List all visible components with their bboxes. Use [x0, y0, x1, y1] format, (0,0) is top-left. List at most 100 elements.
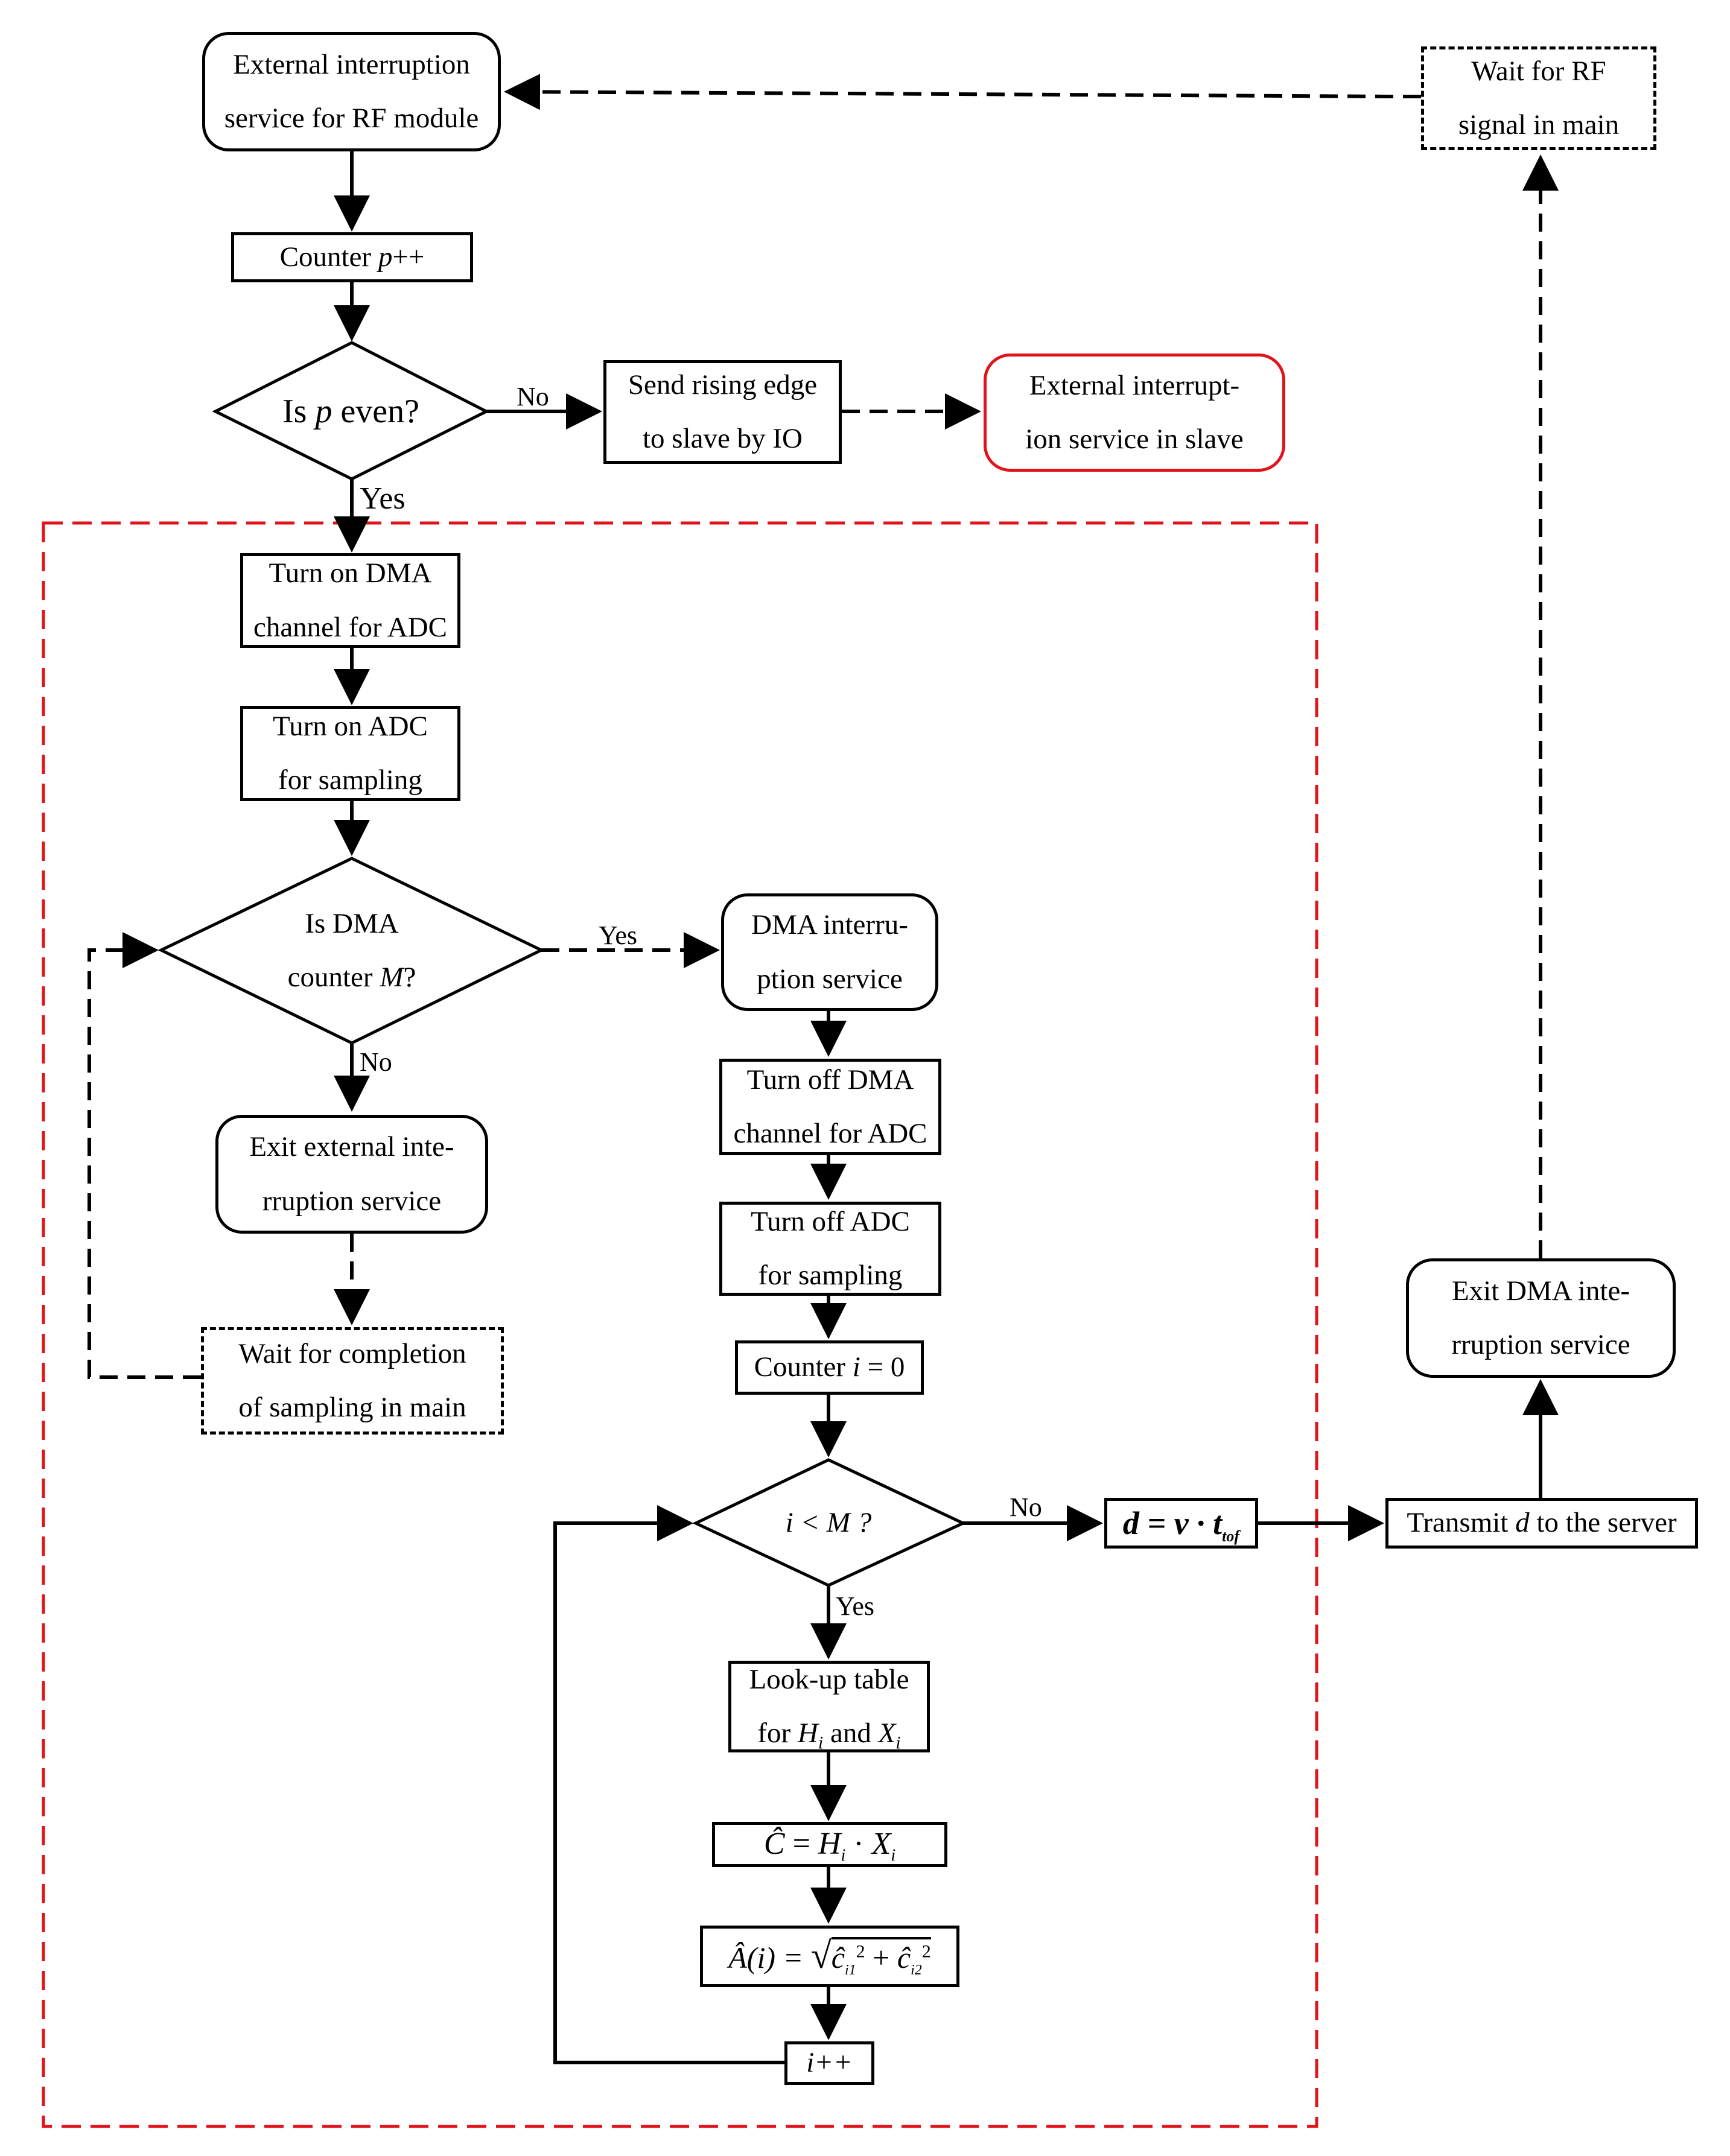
formula-x-sub: i [891, 1846, 896, 1865]
formula-h-sub: i [841, 1846, 846, 1865]
node-label-line2: rruption service [262, 1185, 442, 1217]
node-counter-p: Counter p++ [231, 232, 473, 282]
label-var: i [852, 1351, 860, 1383]
node-wait-sampling-completion: Wait for completion of sampling in main [201, 1327, 504, 1435]
node-label-line2: channel for ADC [733, 1118, 927, 1149]
node-label-line1: External interruption [233, 48, 470, 80]
node-exit-external-interruption: Exit external inte- rruption service [215, 1115, 488, 1234]
node-label-line2: channel for ADC [253, 611, 448, 643]
edge-label-p-yes: Yes [360, 481, 405, 516]
label-var: p [315, 392, 332, 430]
label-sub-x: i [895, 1733, 901, 1753]
node-external-interruption-rf: External interruption service for RF mod… [202, 32, 501, 151]
label-var-x: X [878, 1717, 896, 1749]
formula-radicand: ĉi12 + ĉi22 [831, 1937, 931, 1978]
node-label-line2: to slave by IO [643, 423, 803, 454]
edge-label-i-no: No [1010, 1492, 1042, 1522]
decision-label-line1: Is DMA [305, 907, 399, 939]
node-exit-dma-interruption: Exit DMA inte- rruption service [1406, 1258, 1676, 1378]
node-label-line2: for sampling [758, 1260, 903, 1291]
label-suffix: ? [403, 962, 416, 993]
label-prefix: Counter [279, 241, 378, 273]
node-label: Transmit d to the server [1407, 1496, 1676, 1550]
node-label-line2: rruption service [1451, 1329, 1630, 1360]
formula-term2: ĉ [897, 1941, 911, 1975]
label-prefix: for [757, 1717, 798, 1749]
node-distance-formula: d = v · ttof [1104, 1498, 1258, 1549]
node-transmit-to-server: Transmit d to the server [1385, 1498, 1698, 1549]
label-var-h: H [797, 1717, 818, 1749]
node-label: Counter p++ [280, 230, 425, 284]
formula-lhs: Ĉ [763, 1827, 785, 1862]
edge-wait-loop-to-decision [87, 932, 201, 1379]
formula-sq1: 2 [856, 1941, 865, 1962]
formula-h: H [818, 1827, 841, 1862]
decision-label: i < M ? [785, 1507, 872, 1539]
decision-label-line2: counter M? [288, 951, 416, 1004]
node-label-line1: Turn on ADC [273, 710, 428, 742]
label-prefix: Counter [754, 1351, 853, 1383]
node-label-line2: for Hi and Xi [757, 1707, 900, 1760]
node-label: d = v · ttof [1123, 1492, 1239, 1555]
node-label-line1: Exit DMA inte- [1451, 1275, 1630, 1307]
formula-lhs: Â(i) = [728, 1941, 811, 1975]
node-wait-rf-signal: Wait for RF signal in main [1421, 46, 1656, 150]
node-counter-i: Counter i = 0 [735, 1340, 924, 1395]
node-label: i++ [806, 2047, 853, 2079]
node-label: Â(i) = √ĉi12 + ĉi22 [728, 1921, 931, 1992]
formula-eq: = [784, 1827, 818, 1862]
label-suffix: even? [332, 392, 420, 430]
node-label-line1: Turn off DMA [746, 1064, 914, 1095]
edge-loop-back-i [553, 1505, 784, 2064]
label-var: p [378, 241, 393, 273]
edge-label-p-no: No [517, 382, 549, 411]
decision-i-less-than-m: i < M ? [724, 1499, 933, 1547]
node-label-line1: Wait for completion [238, 1337, 466, 1369]
node-label: Ĉ = Hi · Xi [764, 1815, 895, 1874]
formula-sq2: 2 [921, 1941, 931, 1962]
node-label: Counter i = 0 [754, 1340, 905, 1394]
node-label-line2: ption service [757, 963, 903, 995]
label-prefix: Is [282, 392, 316, 430]
decision-label: Is p even? [282, 379, 419, 443]
label-suffix: to the server [1529, 1507, 1677, 1539]
node-label-line2: for sampling [278, 764, 422, 796]
node-label-line2: service for RF module [224, 103, 479, 134]
label-prefix: counter [287, 962, 380, 993]
dma-processing-region [42, 521, 1318, 2128]
node-label-line2: of sampling in main [238, 1392, 466, 1423]
label-var: d [1515, 1507, 1530, 1539]
node-lookup-table: Look-up table for Hi and Xi [728, 1661, 930, 1752]
label-sub-h: i [818, 1733, 824, 1753]
formula-subscript: tof [1222, 1527, 1240, 1545]
edge-wait-rf-to-ext-rf [504, 74, 1421, 110]
decision-is-p-even: Is p even? [215, 386, 486, 437]
node-dma-interruption-service: DMA interru- ption service [721, 893, 938, 1011]
label-prefix: Transmit [1407, 1507, 1516, 1539]
node-label-line1: Look-up table [749, 1663, 909, 1695]
label-suffix: = 0 [860, 1351, 905, 1383]
decision-is-dma-counter: Is DMA counter M? [241, 899, 462, 1003]
node-label-line1: Exit external inte- [249, 1131, 454, 1163]
node-label-line1: Send rising edge [628, 369, 818, 401]
label-suffix: ++ [392, 241, 425, 273]
label-var: M [380, 962, 404, 993]
node-label-line2: signal in main [1458, 109, 1620, 141]
node-external-interruption-slave: External interrupt- ion service in slave [984, 354, 1285, 472]
formula-term1-sub: i1 [844, 1962, 856, 1979]
node-i-increment: i++ [784, 2041, 874, 2085]
node-label-line1: External interrupt- [1029, 369, 1240, 401]
edge-label-i-yes: Yes [836, 1591, 875, 1621]
node-turn-off-adc: Turn off ADC for sampling [719, 1202, 941, 1296]
node-turn-off-dma: Turn off DMA channel for ADC [719, 1059, 941, 1155]
formula-root: √ [810, 1935, 832, 1977]
node-label-line2: ion service in slave [1025, 423, 1244, 455]
node-label-line1: Turn off ADC [751, 1205, 910, 1237]
node-label-line1: Wait for RF [1471, 55, 1606, 87]
edge-label-dma-no: No [360, 1047, 392, 1077]
formula-plus: + [865, 1941, 897, 1975]
formula-term1: ĉ [831, 1941, 845, 1975]
node-c-hat-formula: Ĉ = Hi · Xi [712, 1822, 947, 1867]
